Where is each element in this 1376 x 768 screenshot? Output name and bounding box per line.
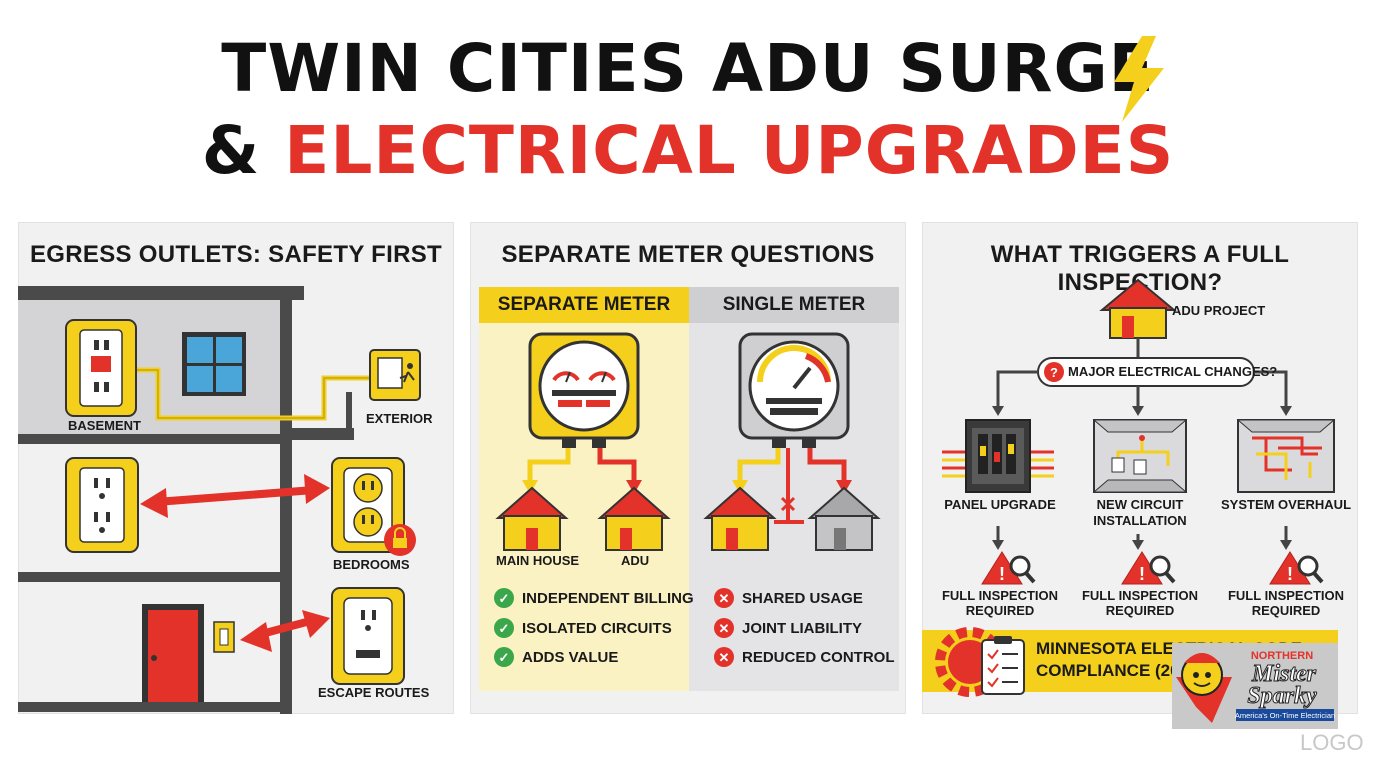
exit-sign-icon (369, 349, 421, 401)
duplex-outlet-icon (331, 457, 405, 553)
single-meter-heading: SINGLE METER (689, 287, 899, 323)
check-icon: ✓ (494, 647, 514, 667)
shared-house-icon (703, 486, 777, 551)
svg-text:Mister: Mister (1251, 661, 1317, 687)
warning-inspect-icon: ! (981, 551, 1036, 585)
drawback-item: ✕ SHARED USAGE (714, 588, 863, 608)
svg-text:!: ! (1287, 564, 1293, 584)
inspection-result-line1: FULL INSPECTION (1081, 588, 1199, 603)
inspection-result-line2: REQUIRED (1251, 603, 1321, 618)
escape-arrow-icon (240, 610, 330, 652)
x-icon: ✕ (714, 618, 734, 638)
logo-caption: LOGO (1300, 730, 1364, 755)
inspection-flowchart: ? ! (942, 278, 1336, 585)
separate-meter-heading: SEPARATE METER (479, 287, 689, 323)
light-switch-icon (213, 621, 235, 653)
question-label: MAJOR ELECTRICAL CHANGES? (1068, 364, 1278, 379)
electrical-panel-icon (942, 419, 1054, 493)
mister-sparky-logo: NORTHERN Mister Sparky America's On-Time… (1176, 650, 1335, 723)
lock-icon (384, 524, 416, 556)
house-icon (1099, 278, 1177, 339)
page-title-line2: & ELECTRICAL UPGRADES (0, 112, 1376, 189)
gear-checklist-icon (935, 627, 1025, 697)
adu-house-icon (597, 486, 671, 551)
inspection-result-line1: FULL INSPECTION (941, 588, 1059, 603)
svg-text:America's On-Time Electrician: America's On-Time Electrician (1235, 711, 1335, 720)
new-circuit-label-line1: NEW CIRCUIT (1096, 497, 1184, 512)
benefit-item: ✓ ADDS VALUE (494, 647, 618, 667)
inspection-result-line2: REQUIRED (965, 603, 1035, 618)
drawback-item: ✕ JOINT LIABILITY (714, 618, 862, 638)
x-icon: ✕ (714, 647, 734, 667)
exterior-label: EXTERIOR (366, 411, 433, 426)
svg-text:?: ? (1050, 365, 1058, 380)
bedrooms-label: BEDROOMS (333, 557, 410, 572)
svg-text:!: ! (1139, 564, 1145, 584)
page-title-line1: TWIN CITIES ADU SURGE (221, 30, 1155, 107)
main-house-icon (495, 486, 569, 551)
house-wiring-icon (1236, 419, 1336, 493)
new-circuit-label-line2: INSTALLATION (1093, 513, 1187, 528)
circuit-wiring-icon (1092, 419, 1188, 493)
warning-inspect-icon: ! (1121, 551, 1176, 585)
inspection-result-line2: REQUIRED (1105, 603, 1175, 618)
egress-panel-title: EGRESS OUTLETS: SAFETY FIRST (30, 241, 442, 268)
gfci-outlet-icon (65, 319, 137, 417)
usb-outlet-icon (331, 587, 405, 685)
svg-text:!: ! (999, 564, 1005, 584)
benefit-item: ✓ ISOLATED CIRCUITS (494, 618, 672, 638)
meter-comparison-diagram (495, 332, 881, 551)
benefit-item: ✓ INDEPENDENT BILLING (494, 588, 694, 608)
meter-panel-title: SEPARATE METER QUESTIONS (501, 241, 875, 268)
svg-text:Sparky: Sparky (1247, 683, 1317, 709)
basement-label: BASEMENT (68, 418, 141, 433)
inspection-result-line1: FULL INSPECTION (1227, 588, 1345, 603)
wall-outlet-icon (65, 457, 139, 553)
panel-upgrade-label: PANEL UPGRADE (944, 497, 1056, 512)
single-meter-icon (738, 332, 850, 448)
window-icon (182, 332, 246, 396)
double-arrow-icon (140, 474, 330, 518)
adu-project-label: ADU PROJECT (1172, 303, 1266, 318)
title-ampersand: & (201, 112, 285, 189)
check-icon: ✓ (494, 618, 514, 638)
title-highlight: ELECTRICAL UPGRADES (284, 112, 1175, 189)
house-cross-section-diagram (18, 286, 421, 714)
check-icon: ✓ (494, 588, 514, 608)
main-house-label: MAIN HOUSE (496, 553, 580, 568)
warning-inspect-icon: ! (1269, 551, 1324, 585)
x-icon: ✕ (714, 588, 734, 608)
dual-meter-icon (528, 332, 640, 448)
drawback-item: ✕ REDUCED CONTROL (714, 647, 895, 667)
system-overhaul-label: SYSTEM OVERHAUL (1220, 497, 1352, 512)
adu-label: ADU (621, 553, 650, 568)
lightning-bolt-icon (1114, 36, 1164, 122)
svg-text:NORTHERN: NORTHERN (1251, 650, 1313, 662)
disconnected-house-icon (807, 486, 881, 551)
escape-routes-label: ESCAPE ROUTES (318, 685, 430, 700)
door-icon (142, 604, 204, 702)
